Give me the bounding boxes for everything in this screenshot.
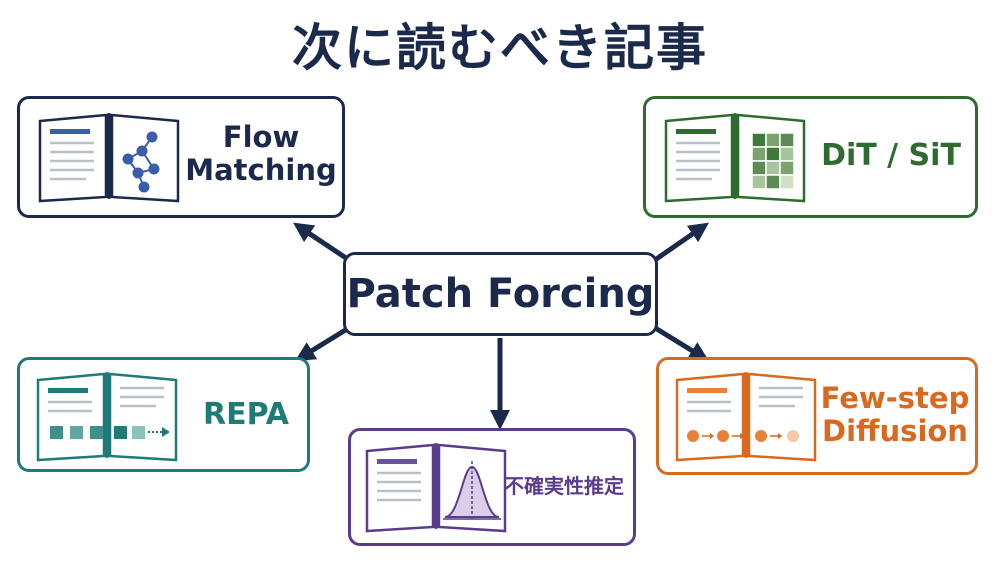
card-label-line-2: Matching: [185, 153, 337, 188]
arrow-to-few-step: [650, 323, 710, 362]
card-few-step-diffusion: Few-step Diffusion: [656, 357, 978, 475]
card-flow-matching: Flow Matching: [17, 96, 345, 218]
card-label-dit-sit: DiT / SiT: [821, 138, 961, 173]
arrow-to-dit-sit: [650, 222, 709, 265]
card-label-few-step: Few-step Diffusion: [819, 381, 971, 449]
card-label-uncertainty: 不確実性推定: [504, 474, 624, 498]
book-sequence-icon: [36, 372, 178, 462]
card-uncertainty-estimation: 不確実性推定: [348, 428, 636, 546]
card-label-line-2: Diffusion: [822, 414, 968, 449]
card-label-repa: REPA: [202, 397, 290, 432]
book-gaussian-icon: [365, 443, 507, 533]
arrow-to-flow-matching: [293, 222, 354, 265]
card-repa: REPA: [17, 357, 310, 472]
card-label-line-1: Flow: [222, 120, 300, 154]
card-label-flow-matching: Flow Matching: [185, 120, 337, 188]
book-grid-icon: [664, 113, 806, 203]
card-label-line-1: Few-step: [820, 381, 970, 415]
card-dit-sit: DiT / SiT: [643, 96, 978, 218]
center-node-label: Patch Forcing: [346, 271, 655, 317]
book-steps-icon: [675, 372, 817, 462]
book-graph-icon: [38, 113, 180, 203]
arrow-to-repa: [294, 323, 354, 362]
page-title: 次に読むべき記事: [292, 19, 708, 77]
center-node-patch-forcing: Patch Forcing: [343, 252, 658, 336]
